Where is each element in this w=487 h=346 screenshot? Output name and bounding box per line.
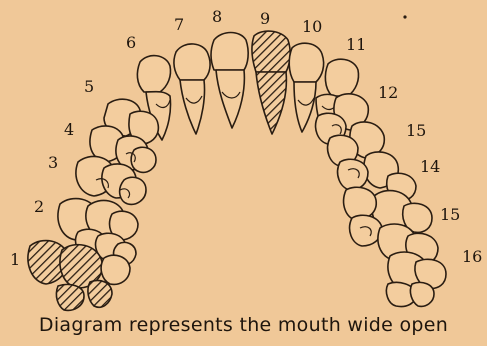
label-tooth-8: 8 [212,7,222,26]
tooth-6 [137,56,170,92]
tooth-10 [289,43,323,82]
label-tooth-12: 12 [378,83,398,102]
tooth-8 [211,33,248,71]
label-tooth-7: 7 [174,15,184,34]
label-tooth-1: 1 [10,250,20,269]
label-tooth-6: 6 [126,33,136,52]
tooth-8-root [216,70,244,128]
right-side-teeth [316,94,446,307]
label-tooth-14: 14 [420,157,440,176]
label-tooth-11: 11 [346,35,366,54]
label-tooth-10: 10 [302,17,322,36]
tooth-9 [252,31,290,72]
tooth-10-root [294,82,316,132]
label-tooth-16: 16 [462,247,482,266]
tooth-7 [174,44,210,80]
label-tooth-15: 15 [440,205,460,224]
label-tooth-9: 9 [260,9,270,28]
label-tooth-4: 4 [64,120,74,139]
left-side-teeth [28,99,158,310]
label-tooth-5: 5 [84,77,94,96]
label-tooth-13: 15 [406,121,426,140]
label-tooth-2: 2 [34,197,44,216]
label-tooth-3: 3 [48,153,58,172]
ink-speck [403,15,406,18]
tooth-11 [325,59,358,96]
diagram-caption: Diagram represents the mouth wide open [0,314,487,336]
tooth-9-root [256,72,286,134]
tooth-7-root [180,80,205,134]
